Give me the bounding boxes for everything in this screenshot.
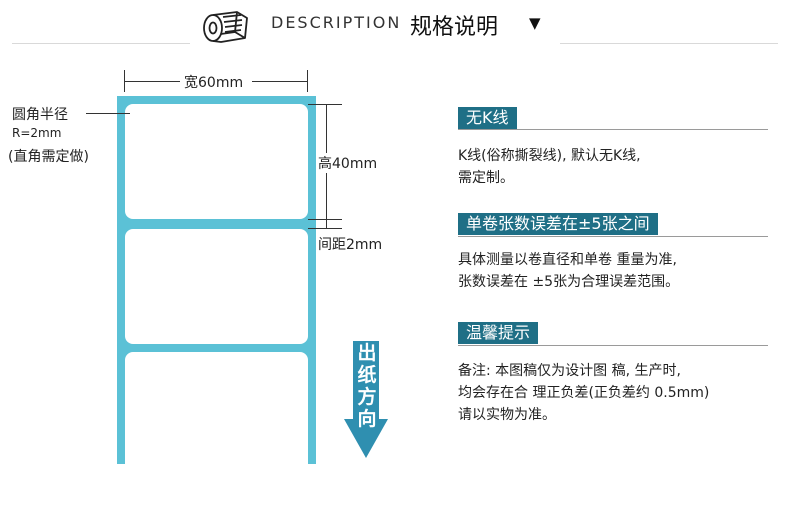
height-tick-bottom [308, 219, 342, 220]
width-line-right [252, 81, 307, 82]
width-tick-left [124, 70, 125, 92]
section-text-3: 备注: 本图稿仅为设计图 稿, 生产时, 均会存在合 理正负差(正负差约 0.5… [458, 360, 709, 426]
corner-radius-note: (直角需定做) [8, 149, 89, 165]
gap-tick-bottom [308, 228, 342, 229]
direction-char-3: 方 [357, 386, 377, 408]
corner-radius-value: R=2mm [12, 126, 62, 140]
direction-char-2: 纸 [357, 364, 377, 386]
width-tick-right [307, 70, 308, 92]
section-3-line-1: 备注: 本图稿仅为设计图 稿, 生产时, [458, 363, 681, 379]
tape-roll-icon [197, 8, 253, 48]
direction-char-1: 出 [357, 342, 377, 364]
section-2-line-2: 张数误差在 ±5张为合理误差范围。 [458, 274, 680, 290]
header-rule-right [560, 43, 778, 44]
section-divider-1 [458, 129, 768, 130]
label-sheet-2 [125, 229, 308, 344]
direction-char-4: 向 [357, 408, 377, 430]
section-text-2: 具体测量以卷直径和单卷 重量为准, 张数误差在 ±5张为合理误差范围。 [458, 249, 679, 293]
section-1-line-2: 需定制。 [458, 170, 514, 186]
paper-direction-label: 出 纸 方 向 [355, 342, 379, 430]
header-rule-left [12, 43, 190, 44]
page-title-english: DESCRIPTION [271, 13, 402, 32]
section-1-line-1: K线(俗称撕裂线), 默认无K线, [458, 148, 641, 164]
label-sheet-1 [125, 104, 308, 219]
section-text-1: K线(俗称撕裂线), 默认无K线, 需定制。 [458, 145, 641, 189]
width-line-left [125, 81, 180, 82]
corner-radius-label: 圆角半径 [12, 107, 68, 123]
height-tick-top [308, 104, 342, 105]
section-divider-3 [458, 345, 768, 346]
section-3-line-2: 均会存在合 理正负差(正负差约 0.5mm) [458, 385, 710, 401]
height-label: 高40mm [318, 153, 378, 173]
section-badge-no-k-line: 无K线 [458, 107, 517, 129]
gap-label: 间距2mm [318, 237, 383, 253]
section-2-line-1: 具体测量以卷直径和单卷 重量为准, [458, 252, 677, 268]
width-label: 宽60mm [184, 75, 244, 91]
label-sheet-3 [125, 352, 308, 472]
corner-leader-line [86, 113, 130, 114]
page-title-chinese: 规格说明 [410, 15, 499, 40]
paper-direction-arrow-icon [343, 341, 389, 459]
title-arrow-icon: ▼ [529, 14, 541, 32]
section-divider-2 [458, 236, 768, 237]
section-3-line-3: 请以实物为准。 [458, 407, 556, 423]
section-badge-tips: 温馨提示 [458, 322, 539, 344]
section-badge-count-tolerance: 单卷张数误差在±5张之间 [458, 213, 658, 235]
